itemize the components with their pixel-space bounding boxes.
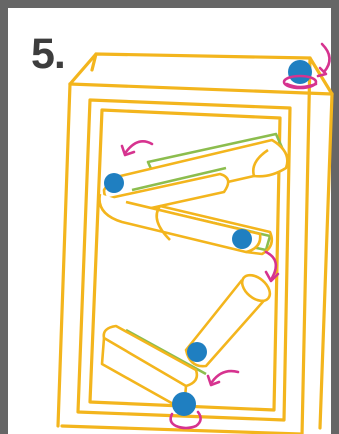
ball-icon [187, 342, 207, 362]
tubes [99, 134, 287, 410]
box-left-edge [58, 84, 70, 426]
curved-arrow-icon [208, 371, 238, 385]
step-number: 5. [31, 33, 65, 76]
ball-icon [288, 60, 312, 84]
curved-arrow-icon [122, 141, 152, 155]
ball-icon [232, 229, 252, 249]
box-back-right [302, 58, 310, 434]
tube-5-body [104, 326, 197, 386]
ball-icon [104, 173, 124, 193]
box-right-edge [320, 94, 332, 428]
ball-icon [172, 392, 196, 416]
